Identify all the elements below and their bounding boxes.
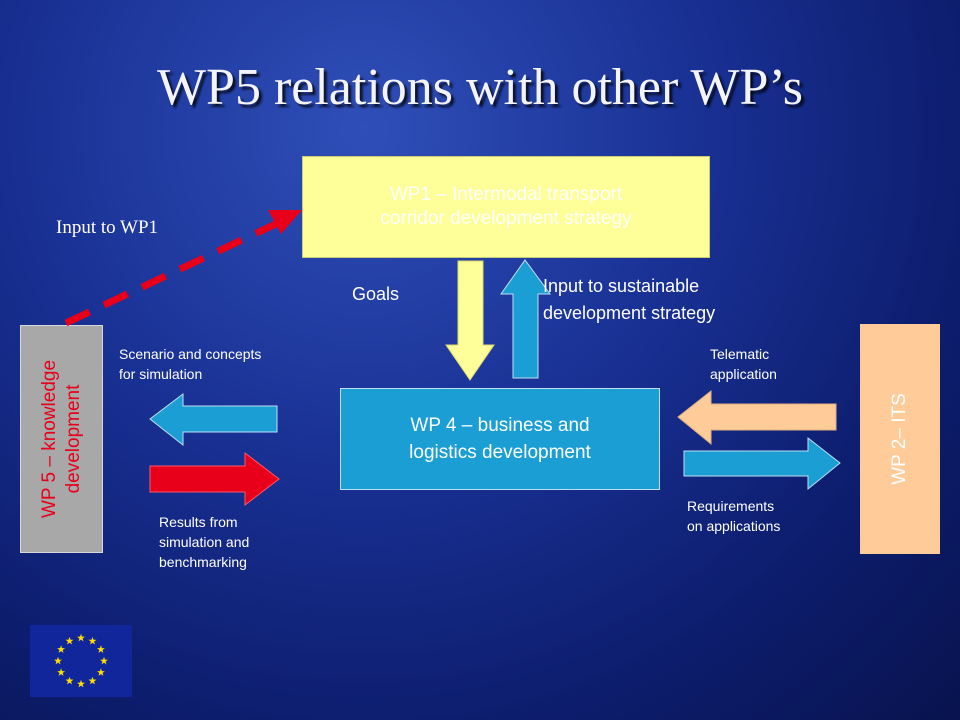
wp4-label-line1: WP 4 – business and (410, 415, 590, 436)
requirements-line2: on applications (687, 518, 781, 534)
goals-label: Goals (352, 284, 400, 304)
eu-star-icon (88, 636, 97, 645)
scenario-line2: for simulation (119, 366, 203, 382)
wp1-label-line1: WP1 – Intermodal transport (389, 184, 623, 205)
eu-star-icon (77, 679, 85, 688)
wp4-label-line2: logistics development (409, 442, 591, 463)
input-to-wp1-label: Input to WP1 (56, 217, 159, 238)
wp5-box: WP 5 – knowledge development (20, 325, 103, 553)
goals-down-arrow (445, 260, 495, 381)
results-label: Results from simulation and benchmarking (159, 512, 249, 572)
wp2-box: WP 2– ITS (860, 324, 940, 554)
telematic-label: Telematic application (710, 344, 777, 384)
requirements-label: Requirements on applications (687, 496, 780, 536)
scenario-line1: Scenario and concepts (119, 346, 262, 362)
wp4-box: WP 4 – business and logistics developmen… (340, 388, 660, 490)
requirements-right-arrow (683, 436, 841, 491)
input-sustainable-line2: development strategy (543, 303, 716, 323)
eu-star-icon (57, 668, 66, 676)
requirements-line1: Requirements (687, 498, 775, 514)
scenario-left-arrow (149, 392, 278, 447)
telematic-line2: application (710, 366, 777, 382)
results-line3: benchmarking (159, 554, 247, 570)
input-up-arrow (500, 259, 551, 379)
results-line1: Results from (159, 514, 238, 530)
eu-star-icon (77, 633, 85, 642)
wp1-label-line2: corridor development strategy (380, 208, 632, 229)
eu-flag-logo (30, 625, 132, 697)
results-line2: simulation and (159, 534, 250, 550)
eu-star-icon (96, 668, 105, 676)
wp1-box: WP1 – Intermodal transport corridor deve… (302, 156, 710, 258)
input-sustainable-label: Input to sustainable development strateg… (543, 273, 715, 327)
scenario-label: Scenario and concepts for simulation (119, 344, 261, 384)
eu-star-icon (96, 645, 105, 653)
telematic-line1: Telematic (710, 346, 770, 362)
eu-stars-icon (54, 633, 108, 688)
eu-star-icon (88, 676, 97, 685)
input-wp1-dashed-arrowhead (268, 210, 302, 234)
results-right-arrow (149, 451, 280, 507)
eu-star-icon (65, 636, 74, 645)
eu-star-icon (100, 656, 108, 665)
eu-star-icon (57, 645, 66, 653)
input-sustainable-line1: Input to sustainable (543, 276, 700, 296)
telematic-left-arrow (677, 389, 837, 446)
eu-star-icon (54, 656, 62, 665)
slide-title: WP5 relations with other WP’s (156, 59, 804, 116)
eu-star-icon (65, 676, 74, 685)
